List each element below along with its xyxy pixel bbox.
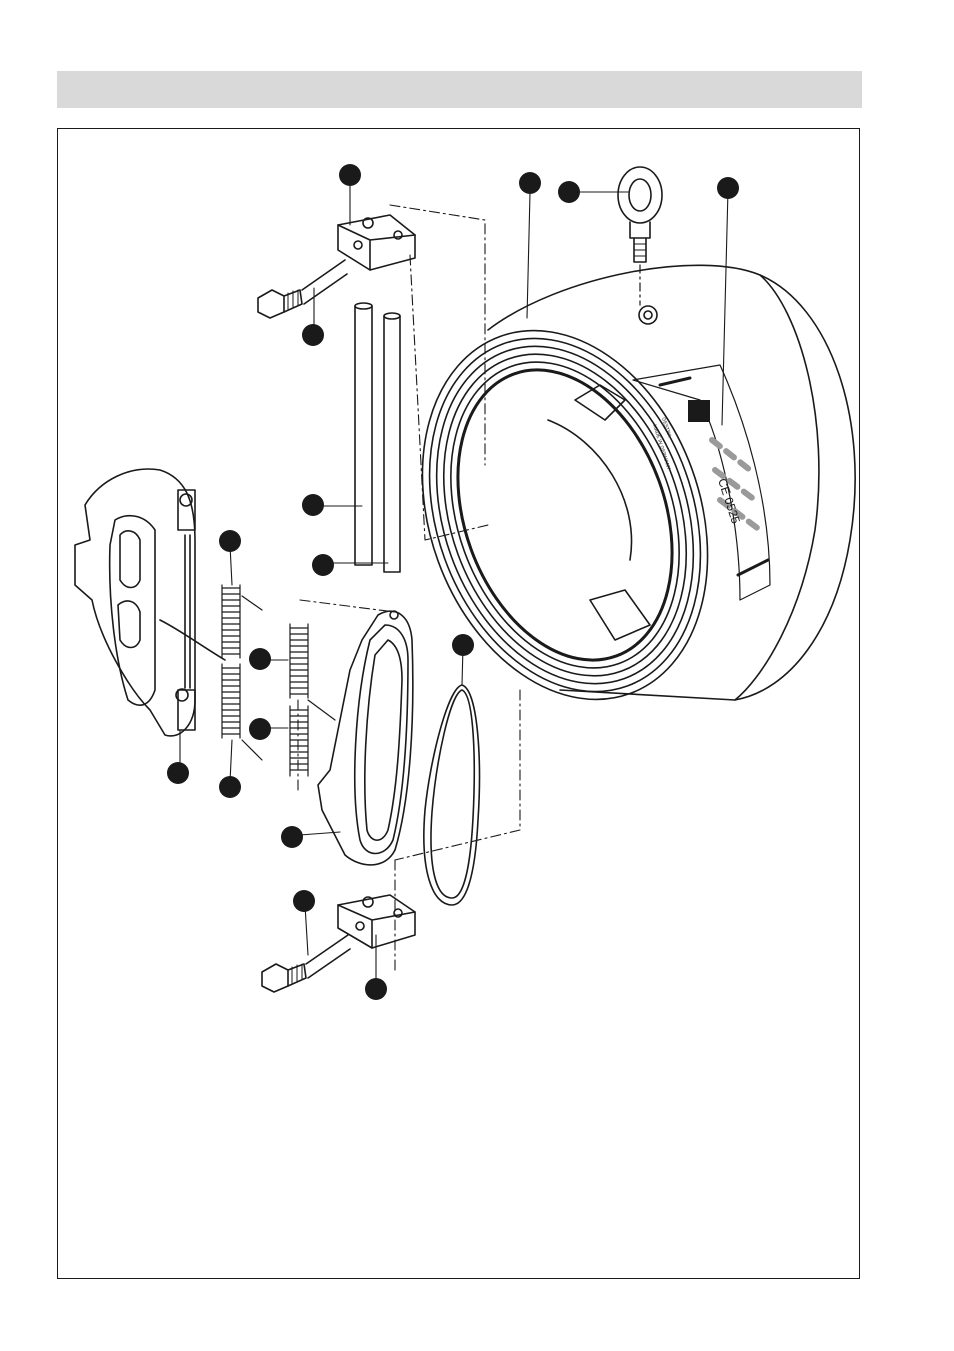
callout-bubble (281, 826, 303, 848)
top-hinge-block (337, 214, 416, 271)
leader-lines (179, 184, 729, 986)
rods (354, 302, 401, 573)
callout-bubble (219, 776, 241, 798)
callout-bubble (519, 172, 541, 194)
callout-bubble (339, 164, 361, 186)
valve-disc (317, 610, 414, 866)
eye-bolt (617, 166, 663, 306)
callout-bubble (452, 634, 474, 656)
callout-bubble (249, 718, 271, 740)
callout-bubble (312, 554, 334, 576)
valve-body (421, 264, 856, 701)
bottom-hinge-block (337, 894, 416, 949)
assembly-lines (297, 204, 521, 971)
figure-frame (57, 128, 860, 1279)
springs (221, 584, 336, 777)
callout-bubble (302, 494, 324, 516)
seal-ring (423, 684, 481, 906)
callout-bubble (249, 648, 271, 670)
callout-bubble (302, 324, 324, 346)
label-plate (632, 364, 771, 601)
gestra-logo-icon (688, 400, 710, 422)
callout-bubble (167, 762, 189, 784)
callout-bubble (293, 890, 315, 912)
bottom-screw (261, 934, 351, 993)
callout-bubble (365, 978, 387, 1000)
callout-bubble (219, 530, 241, 552)
callout-bubble (717, 177, 739, 199)
callout-bubble (558, 181, 580, 203)
top-screw (257, 259, 348, 319)
hinge-bracket (74, 468, 226, 737)
callouts (167, 164, 739, 1000)
header-bar (57, 71, 862, 108)
